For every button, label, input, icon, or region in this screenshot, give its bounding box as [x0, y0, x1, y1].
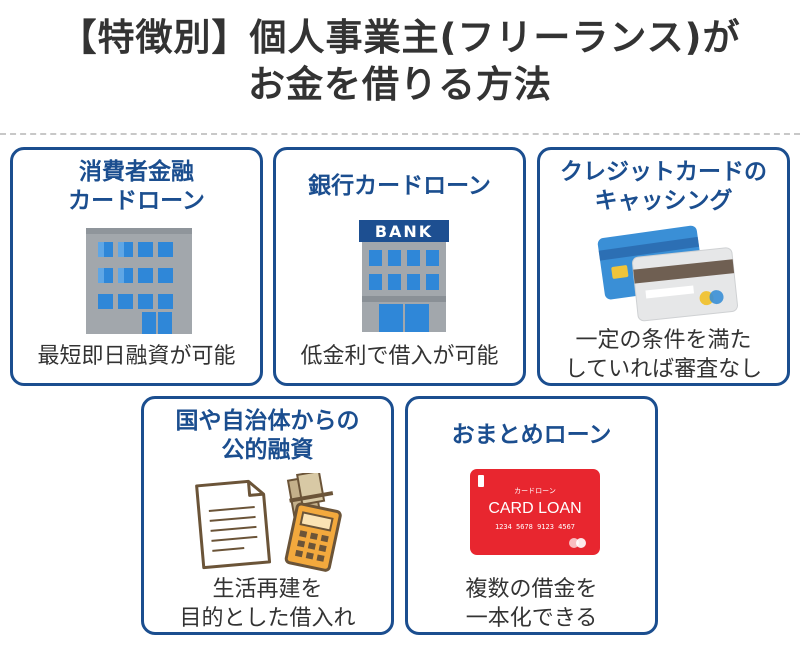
- card-description: 一定の条件を満た していれば審査なし: [564, 328, 763, 382]
- credit-cards-icon: [597, 225, 738, 322]
- card-description: 生活再建を 目的とした借入れ: [179, 577, 356, 631]
- card-description: 低金利で借入が可能: [300, 344, 499, 369]
- loan-card-icon: カードローン CARD LOAN 1234 5678 9123 4567: [470, 469, 600, 555]
- card-credit-cashing: クレジットカードの キャッシング 一定の条件を満た していれば審査なし: [537, 147, 790, 386]
- card-heading: 銀行カードローン: [308, 173, 491, 199]
- page-title-line-2: お金を借りる方法: [248, 63, 552, 106]
- title-divider: [0, 133, 800, 135]
- bank-building-icon: BANK: [359, 220, 449, 332]
- card-consumer-finance: 消費者金融 カードローン 最短即日融資が可能: [10, 147, 263, 386]
- documents-and-calculator-icon: [195, 473, 342, 572]
- card-public-loan: 国や自治体からの 公的融資 生活再建を: [141, 396, 394, 635]
- page-title: 【特徴別】個人事業主(フリーランス)が お金を借りる方法: [0, 14, 800, 108]
- card-bank-loan: 銀行カードローン BANK 低金利で借入が可能: [273, 147, 526, 386]
- card-consolidation-loan: おまとめローン カードローン CARD LOAN 1234 5678 9123 …: [405, 396, 658, 635]
- card-heading: クレジットカードの キャッシング: [560, 159, 767, 214]
- card-heading: 国や自治体からの 公的融資: [175, 408, 360, 463]
- card-main-label: CARD LOAN: [488, 500, 581, 517]
- office-building-icon: [86, 228, 192, 334]
- card-description: 最短即日融資が可能: [37, 344, 236, 369]
- card-heading: おまとめローン: [451, 422, 612, 448]
- card-description: 複数の借金を 一本化できる: [465, 577, 598, 631]
- card-heading: 消費者金融 カードローン: [68, 159, 205, 214]
- page-title-line-1: 【特徴別】個人事業主(フリーランス)が: [59, 16, 741, 59]
- bank-sign-text: BANK: [375, 222, 433, 241]
- card-small-label: カードローン: [514, 487, 556, 495]
- card-number: 1234 5678 9123 4567: [495, 523, 575, 531]
